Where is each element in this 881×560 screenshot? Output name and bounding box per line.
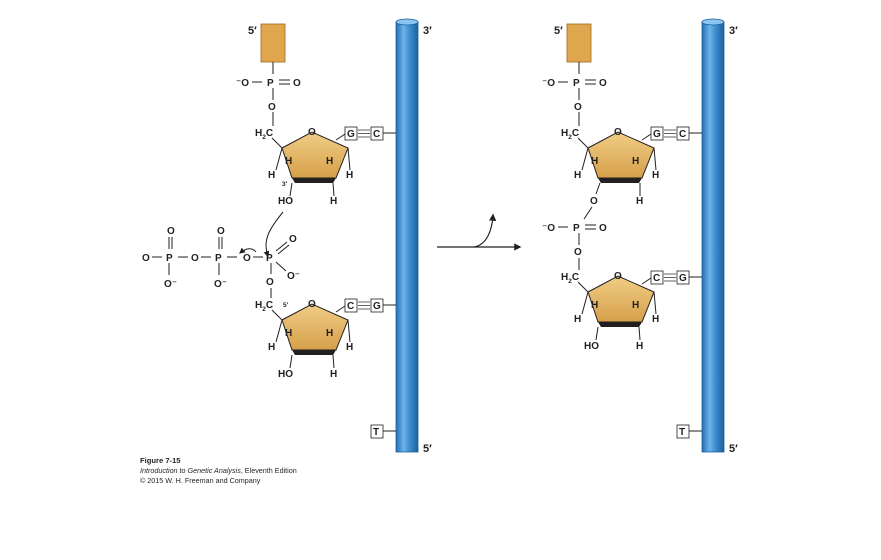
reaction-arrow: [437, 213, 522, 251]
bridge-o: O: [268, 102, 276, 113]
svg-text:G: G: [347, 129, 355, 140]
svg-text:O: O: [574, 247, 582, 258]
svg-text:C: C: [347, 301, 354, 312]
svg-text:T: T: [679, 427, 685, 438]
svg-text:O: O: [217, 226, 225, 237]
sugar-ring-incoming-left: [281, 303, 349, 351]
svg-text:HO: HO: [584, 341, 599, 352]
svg-text:H2C: H2C: [561, 128, 579, 141]
svg-text:H: H: [285, 328, 292, 339]
svg-text:H: H: [268, 342, 275, 353]
leaving-arrow: [239, 247, 257, 254]
svg-text:HO: HO: [278, 369, 293, 380]
svg-text:C: C: [679, 129, 686, 140]
sugar-ring-top-left: [281, 131, 349, 179]
svg-text:G: G: [373, 301, 381, 312]
svg-text:⁻O: ⁻O: [542, 223, 555, 234]
svg-text:P: P: [573, 78, 580, 89]
sugar-ring-top-right: [587, 131, 655, 179]
svg-text:T: T: [373, 427, 379, 438]
five-prime-block-right: [566, 23, 592, 63]
beta-phosphate-p: P: [215, 253, 222, 264]
svg-text:H: H: [652, 170, 659, 181]
svg-text:H: H: [632, 156, 639, 167]
svg-text:H: H: [268, 170, 275, 181]
caption-figure-number: Figure 7-15: [140, 456, 181, 465]
svg-text:H: H: [574, 170, 581, 181]
h2c-label: H2C: [255, 128, 273, 141]
svg-text:O: O: [614, 271, 622, 282]
hydroxyl-ho: HO: [278, 196, 293, 207]
svg-text:G: G: [679, 273, 687, 284]
svg-text:H: H: [330, 369, 337, 380]
phosphodiester-p: P: [573, 223, 580, 234]
svg-text:O: O: [308, 299, 316, 310]
right-panel: 3′ 5′ 5′ ⁻O P O O H2C O H H H H H O G: [542, 18, 738, 455]
svg-text:O⁻: O⁻: [287, 271, 300, 282]
svg-text:O: O: [266, 277, 274, 288]
svg-text:O: O: [599, 78, 607, 89]
svg-text:H: H: [591, 300, 598, 311]
figure-caption: Figure 7-15 Introduction to Genetic Anal…: [140, 456, 297, 486]
svg-text:5′: 5′: [283, 302, 289, 309]
svg-text:H: H: [326, 156, 333, 167]
svg-text:5′: 5′: [729, 443, 738, 455]
svg-text:3′: 3′: [282, 181, 288, 188]
svg-text:H: H: [574, 314, 581, 325]
svg-text:O: O: [243, 253, 251, 264]
template-strand-right: [701, 21, 725, 453]
attack-arrow: [263, 211, 284, 258]
svg-text:⁻O: ⁻O: [542, 78, 555, 89]
svg-text:O: O: [614, 127, 622, 138]
svg-text:O: O: [142, 253, 150, 264]
svg-text:O: O: [191, 253, 199, 264]
svg-text:C: C: [653, 273, 660, 284]
svg-text:O: O: [599, 223, 607, 234]
five-prime-label-left-bottom: 5′: [423, 443, 432, 455]
five-prime-label-left-top: 5′: [248, 25, 257, 37]
svg-text:C: C: [373, 129, 380, 140]
template-strand-left: [395, 21, 419, 453]
svg-text:H: H: [285, 156, 292, 167]
svg-text:H: H: [636, 196, 643, 207]
alpha-phosphate-p: P: [266, 253, 273, 264]
base-box-C-mid-left: [344, 298, 358, 313]
three-prime-label-left: 3′: [423, 25, 432, 37]
svg-text:H: H: [346, 170, 353, 181]
svg-text:O: O: [308, 127, 316, 138]
svg-text:H: H: [636, 341, 643, 352]
svg-text:H2C: H2C: [255, 300, 273, 313]
caption-copyright: © 2015 W. H. Freeman and Company: [140, 476, 261, 485]
base-box-G-top-left: [344, 126, 358, 141]
svg-text:H: H: [591, 156, 598, 167]
svg-text:H: H: [346, 342, 353, 353]
gamma-phosphate-p: P: [166, 253, 173, 264]
phosphodiester-o-upper: O: [590, 196, 598, 207]
svg-text:H2C: H2C: [561, 272, 579, 285]
five-prime-block-left: [260, 23, 286, 63]
phosphate-o-double: O: [293, 78, 301, 89]
svg-text:O⁻: O⁻: [214, 279, 227, 290]
svg-text:H: H: [632, 300, 639, 311]
svg-text:O: O: [574, 102, 582, 113]
svg-text:H: H: [330, 196, 337, 207]
svg-text:H: H: [326, 328, 333, 339]
svg-text:H: H: [652, 314, 659, 325]
svg-text:3′: 3′: [729, 25, 738, 37]
sugar-ring-added-right: [587, 275, 655, 323]
caption-book: Introduction to Genetic Analysis, Eleven…: [140, 466, 297, 475]
svg-text:O⁻: O⁻: [164, 279, 177, 290]
left-panel: 3′ 5′ 5′ ⁻O P O O H2C O H H H H 3′ HO H: [142, 18, 432, 455]
phosphate-p: P: [267, 78, 274, 89]
svg-text:5′: 5′: [554, 25, 563, 37]
svg-text:G: G: [653, 129, 661, 140]
phosphate-neg-o: ⁻O: [236, 78, 249, 89]
svg-text:O: O: [289, 234, 297, 245]
svg-text:O: O: [167, 226, 175, 237]
